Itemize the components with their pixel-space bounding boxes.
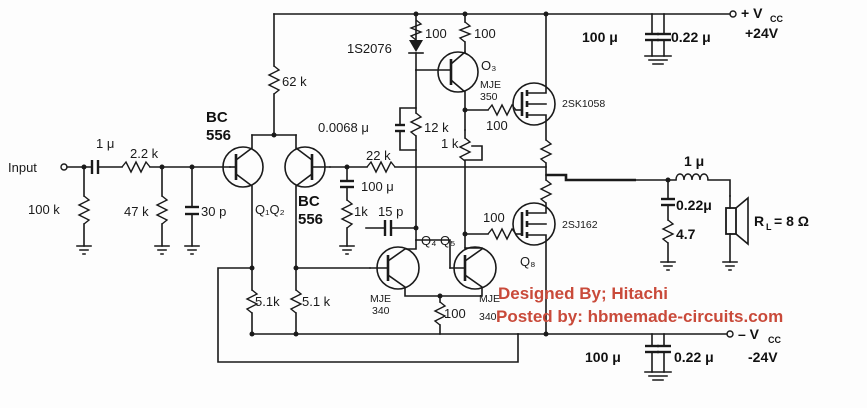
source-resistor-top <box>539 139 553 176</box>
zobel-network <box>660 179 676 271</box>
label-supply-pos-sub: CC <box>770 14 783 24</box>
transistor-q3 <box>415 50 479 131</box>
label-r-100-em: 100 <box>444 306 466 321</box>
credit-posted: Posted by: hbmemade-circuits.com <box>496 307 783 326</box>
label-mosfet-bot: 2SJ162 <box>562 219 598 231</box>
speaker <box>722 195 749 271</box>
input-series-resistor <box>121 160 231 174</box>
output-inductor <box>635 173 731 197</box>
output-line <box>546 173 636 182</box>
resistor-100-top-1 <box>409 19 423 41</box>
q5-base-link <box>415 239 451 269</box>
label-q2-type: BC <box>298 193 320 210</box>
label-r-5k1-b: 5.1 k <box>302 294 331 309</box>
label-c-pos-small: 0.22 μ <box>671 29 711 45</box>
label-supply-neg-sub: CC <box>768 335 781 345</box>
label-q1-num: 556 <box>206 127 231 144</box>
label-r-fb2: 1k <box>354 204 368 219</box>
label-supply-pos: + V <box>741 5 763 21</box>
label-diode: 1S2076 <box>347 41 392 56</box>
collector-resistor-5k1-a <box>245 267 259 335</box>
label-q8: Q₈ <box>520 254 536 269</box>
label-r-tail: 62 k <box>282 74 307 89</box>
label-load-val: = 8 Ω <box>774 213 809 229</box>
label-q3-num: 350 <box>480 91 498 103</box>
label-r-input: 100 k <box>28 202 60 217</box>
label-c-neg-small: 0.22 μ <box>674 349 714 365</box>
label-r-12k: 12 k <box>424 120 449 135</box>
diode-1s2076 <box>408 13 424 71</box>
label-q2-num: 556 <box>298 211 323 228</box>
label-q4-type: MJE <box>370 293 391 305</box>
label-q12: Q₁Q₂ <box>255 202 285 217</box>
label-supply-pos-v: +24V <box>745 25 779 41</box>
credit-designed: Designed By; Hitachi <box>498 284 668 303</box>
positive-rail <box>273 10 737 18</box>
label-c-out: 0.22μ <box>676 197 712 213</box>
label-c-fb: 100 μ <box>361 179 394 194</box>
label-c-filter: 30 p <box>201 204 226 219</box>
label-q5-type: MJE <box>479 293 500 305</box>
label-r-top1: 100 <box>425 26 447 41</box>
transistor-q5 <box>439 246 497 297</box>
resistor-100-top-2 <box>458 13 472 53</box>
label-mosfet-top: 2SK1058 <box>562 98 605 110</box>
label-l-out: 1 μ <box>684 153 704 169</box>
label-c-pos-big: 100 μ <box>582 29 618 45</box>
label-pot-1k: 1 k <box>441 136 459 151</box>
label-supply-neg-v: -24V <box>748 349 778 365</box>
feedback-capacitor-100u <box>339 166 355 255</box>
label-load-sub: L <box>766 222 772 232</box>
loop-line <box>217 267 519 363</box>
bias-resistor-47k <box>154 166 170 255</box>
negative-rail <box>517 330 734 338</box>
label-r-series: 2.2 k <box>130 146 159 161</box>
feedback-resistor-22k <box>366 160 547 174</box>
compensation-cap-0068 <box>395 69 417 151</box>
label-r-5k1-a: 5.1k <box>255 294 280 309</box>
label-q5-num: 340 <box>479 311 497 323</box>
transistor-q1 <box>222 134 264 269</box>
supply-caps-negative <box>644 333 672 381</box>
label-load: R <box>754 213 764 229</box>
label-c-neg-big: 100 μ <box>585 349 621 365</box>
transistor-q4 <box>369 239 441 297</box>
pot-1k <box>458 129 483 249</box>
label-c-input: 1 μ <box>96 136 114 151</box>
label-r-100-gate: 100 <box>486 118 508 133</box>
label-q4-num: 340 <box>372 305 390 317</box>
label-q3: O₃ <box>481 58 496 73</box>
resistor-12k <box>409 107 423 241</box>
filter-capacitor-30p <box>184 166 200 255</box>
mosfet-2sk1058 <box>512 13 556 141</box>
mosfet-2sj162 <box>512 202 556 335</box>
label-input: Input <box>8 160 37 175</box>
source-resistor-bottom <box>539 174 553 204</box>
collector-resistor-5k1-b <box>289 267 303 335</box>
label-r-bias: 47 k <box>124 204 149 219</box>
input-terminal <box>60 163 93 171</box>
label-supply-neg: – V <box>738 326 760 342</box>
label-r-fb: 22 k <box>366 148 391 163</box>
label-c-comp: 0.0068 μ <box>318 120 369 135</box>
label-r-out: 4.7 <box>676 226 696 242</box>
tail-resistor-62k <box>267 13 281 136</box>
label-c-15p: 15 p <box>378 204 403 219</box>
label-r-100-low: 100 <box>483 210 505 225</box>
input-capacitor <box>90 160 123 174</box>
input-shunt-resistor <box>76 166 92 255</box>
gate-resistor-bottom <box>464 227 523 241</box>
transistor-q2 <box>284 134 331 269</box>
label-q3-type: MJE <box>480 79 501 91</box>
label-q1-type: BC <box>206 109 228 126</box>
label-r-top2: 100 <box>474 26 496 41</box>
label-q4q5: Q₄ Q₅ <box>421 233 455 248</box>
supply-caps-positive <box>644 13 672 65</box>
cap-15p <box>365 220 417 236</box>
